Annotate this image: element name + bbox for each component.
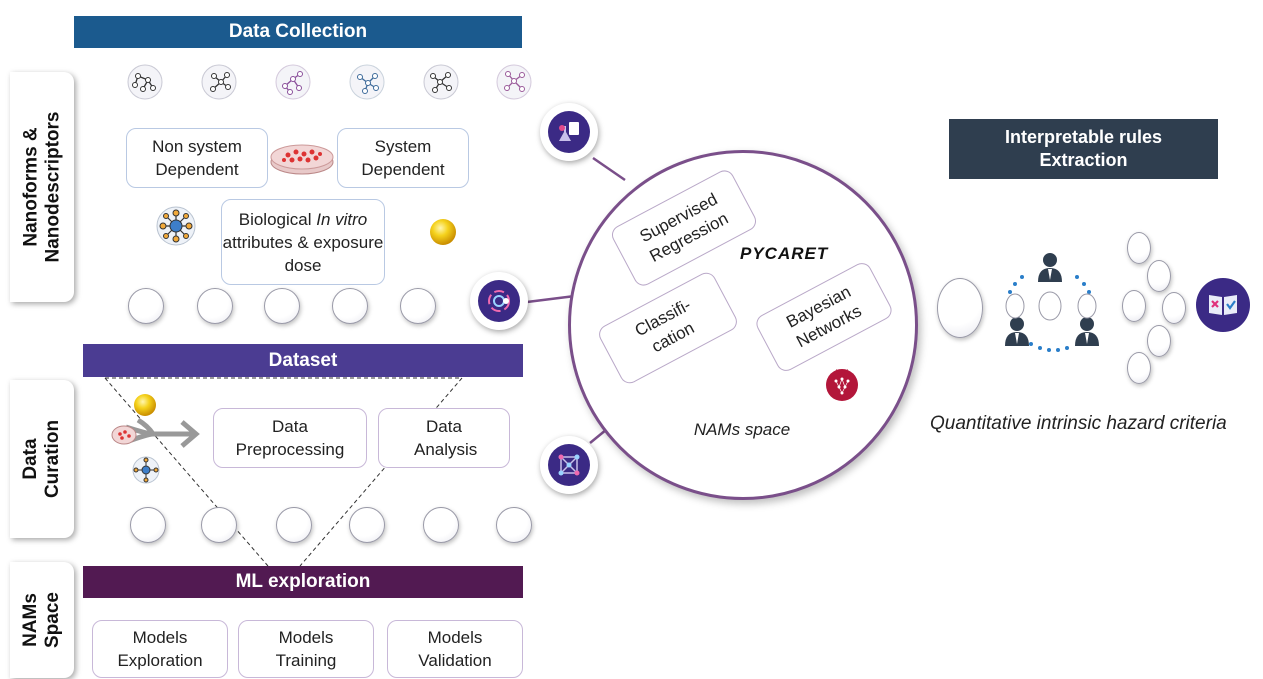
petri-dish-icon	[270, 144, 334, 175]
models-exploration-label: Models Exploration	[117, 628, 203, 670]
biological-text-post: attributes & exposure dose	[222, 232, 384, 275]
bubble	[128, 288, 164, 324]
data-preprocessing-label: Data Preprocessing	[235, 417, 345, 459]
biological-text-italic: In vitro	[316, 209, 368, 229]
pycaret-logo-text: PYCARET	[740, 244, 829, 263]
molecule-icon	[496, 64, 532, 100]
models-exploration-box: Models Exploration	[92, 620, 228, 678]
molecule-icon	[201, 64, 237, 100]
bubble	[130, 507, 166, 543]
biological-attributes-label: Biological In vitro attributes & exposur…	[222, 208, 384, 277]
bubble	[264, 288, 300, 324]
side-tab-nams: NAMs Space	[10, 562, 74, 678]
molecule-icon	[127, 64, 163, 100]
molecule-icon-row	[127, 64, 532, 100]
checklist-badge	[1194, 276, 1252, 334]
bubble	[1147, 260, 1171, 292]
hazard-criteria-caption: Quantitative intrinsic hazard criteria	[930, 413, 1227, 434]
person-icon	[1075, 317, 1099, 346]
data-analysis-label: Data Analysis	[414, 417, 478, 459]
data-collection-banner: Data Collection	[74, 16, 522, 48]
bubble	[197, 288, 233, 324]
biological-text-pre: Biological	[238, 209, 317, 229]
bubble	[1147, 325, 1171, 357]
nanoparticle-icon	[430, 219, 456, 245]
molecule-icon	[275, 64, 311, 100]
interpretable-rules-banner: Interpretable rules Extraction	[949, 119, 1218, 179]
node-grid-badge	[540, 436, 598, 494]
checklist-icon	[1209, 295, 1237, 315]
gear-cycle-icon	[488, 290, 510, 312]
system-dependent-box: System Dependent	[337, 128, 469, 188]
bubble	[349, 507, 385, 543]
gear-cycle-badge	[470, 272, 528, 330]
molecule-icon	[349, 64, 385, 100]
person-icon	[1038, 253, 1062, 282]
bubble	[276, 507, 312, 543]
non-system-dependent-label: Non system Dependent	[152, 137, 242, 179]
data-analysis-box: Data Analysis	[378, 408, 510, 468]
large-bubble	[937, 278, 983, 338]
system-dependent-label: System Dependent	[361, 137, 445, 179]
dataset-banner: Dataset	[83, 344, 523, 377]
biological-attributes-box: Biological In vitro attributes & exposur…	[221, 199, 385, 285]
nams-space-caption: NAMs space	[693, 420, 791, 439]
ml-exploration-banner: ML exploration	[83, 566, 523, 598]
lab-flask-badge	[540, 103, 598, 161]
bubble	[332, 288, 368, 324]
models-validation-label: Models Validation	[418, 628, 492, 670]
pycaret-logo: PYCARET	[740, 244, 828, 264]
bubble	[201, 507, 237, 543]
models-validation-box: Models Validation	[387, 620, 523, 678]
non-system-dependent-box: Non system Dependent	[126, 128, 268, 188]
side-tab-curation: Data Curation	[10, 380, 74, 538]
bubble	[1127, 232, 1151, 264]
bubble	[496, 507, 532, 543]
people-cycle-graphic	[1005, 253, 1099, 352]
curation-flow-icon	[111, 394, 200, 484]
molecule-icon	[423, 64, 459, 100]
data-preprocessing-box: Data Preprocessing	[213, 408, 367, 468]
bubble	[1122, 290, 1146, 322]
bubble	[400, 288, 436, 324]
person-icon	[1005, 317, 1029, 346]
bubble	[1162, 292, 1186, 324]
node-grid-icon	[558, 454, 580, 476]
pomegranate-logo-icon	[826, 369, 858, 401]
models-training-box: Models Training	[238, 620, 374, 678]
side-tab-nanoforms: Nanoforms & Nanodescriptors	[10, 72, 74, 302]
models-training-label: Models Training	[275, 628, 337, 670]
bubble	[423, 507, 459, 543]
lab-flask-icon	[559, 122, 579, 141]
bubble	[1127, 352, 1151, 384]
network-icon	[156, 206, 196, 246]
